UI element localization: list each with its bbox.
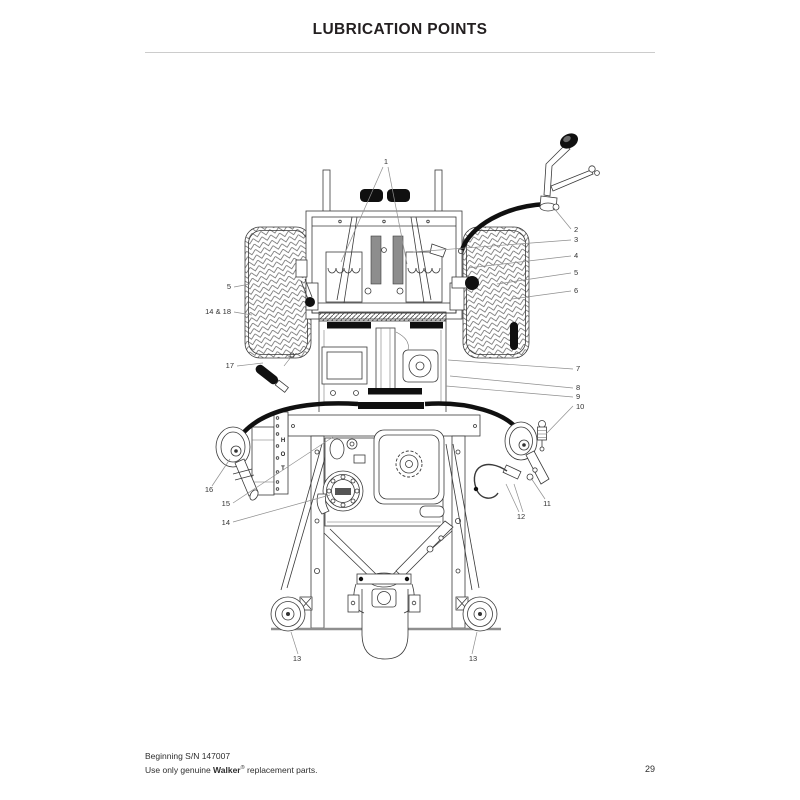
grease-gun — [459, 133, 600, 251]
flywheel — [322, 470, 364, 512]
page-title: LUBRICATION POINTS — [312, 21, 488, 38]
left-grease-hose — [242, 401, 359, 434]
callout-label-14: 14 — [222, 518, 230, 527]
callout-leader-16 — [211, 458, 231, 487]
right-grease-point-knob — [465, 276, 479, 290]
callout-label-6: 6 — [574, 286, 578, 295]
callout-leader-8 — [449, 375, 574, 389]
hot-warning-label: H O T — [281, 438, 286, 472]
callout-leader-2 — [552, 206, 572, 230]
gun-hose — [459, 201, 547, 251]
left-grease-point-knob — [305, 297, 315, 307]
right-steering-handle — [387, 189, 410, 202]
callout-leader-5r — [496, 272, 572, 285]
right-front-caster — [455, 596, 498, 632]
callout-label-10: 10 — [576, 402, 584, 411]
callout-label-3: 3 — [574, 235, 578, 244]
callout-label-7: 7 — [576, 364, 580, 373]
callout-leader-4 — [467, 255, 572, 269]
callout-leader-3 — [412, 239, 572, 253]
parts-note: Use only genuine Walker® replacement par… — [145, 763, 317, 776]
right-drive-tire — [462, 226, 530, 359]
callout-label-13r: 13 — [469, 654, 477, 663]
left-steering-handle — [360, 189, 383, 202]
left-drive-tire — [244, 226, 312, 359]
callout-label-17: 17 — [226, 361, 234, 370]
callout-leader-6 — [511, 290, 572, 300]
callout-label-11: 11 — [543, 499, 551, 508]
pto-housing — [402, 349, 439, 383]
left-damper — [370, 235, 382, 285]
callout-label-5l: 5 — [227, 282, 231, 291]
idler-arm — [395, 520, 454, 578]
callout-leader-12-1 — [513, 483, 524, 513]
callout-label-2: 2 — [574, 225, 578, 234]
hot-letter-T: T — [281, 466, 285, 472]
gun-lever-rod — [550, 169, 594, 192]
hot-letter-O: O — [281, 452, 286, 458]
right-damper — [392, 235, 404, 285]
callout-leader-1 — [340, 166, 384, 263]
callout-label-1: 1 — [384, 157, 388, 166]
callout-leader-14 — [232, 494, 331, 523]
hot-letter-H: H — [281, 438, 285, 444]
callout-leader-17 — [236, 362, 264, 367]
right-spindle-assembly — [424, 401, 550, 499]
deck-assembly — [295, 169, 479, 320]
center-caster-assembly — [323, 520, 454, 660]
callout-leader-13l — [290, 631, 299, 655]
brand-name: Walker — [213, 764, 241, 775]
muffler — [251, 426, 275, 496]
carburetor — [329, 438, 366, 464]
serial-note: Beginning S/N 147007 — [145, 751, 231, 761]
mid-body — [318, 311, 447, 412]
callout-leader-12 — [505, 483, 520, 513]
title-divider — [145, 52, 655, 53]
callout-leader-13r — [471, 631, 478, 655]
left-belt-run — [280, 443, 323, 591]
left-spindle-assembly — [215, 401, 359, 501]
callout-label-14_18: 14 & 18 — [205, 307, 231, 316]
callout-label-4: 4 — [574, 251, 578, 260]
callout-leader-7 — [447, 359, 574, 370]
callout-leader-9 — [445, 385, 574, 398]
callout-label-13l: 13 — [293, 654, 301, 663]
grease-fitting — [537, 420, 547, 452]
tire-valve-slot — [510, 322, 518, 350]
callout-label-5r: 5 — [574, 268, 578, 277]
registered-mark: ® — [240, 764, 245, 771]
parts-note-prefix: Use only genuine — [145, 764, 214, 775]
callout-label-16: 16 — [205, 485, 213, 494]
callout-leader-1-1 — [387, 166, 408, 265]
left-front-caster — [270, 596, 313, 632]
right-handle-post — [434, 169, 443, 215]
callout-leader-11 — [530, 477, 546, 500]
callout-label-9: 9 — [576, 392, 580, 401]
left-gearbox — [325, 251, 363, 303]
footer: Beginning S/N 147007 Use only genuine Wa… — [145, 751, 317, 776]
gun-handle — [543, 144, 571, 197]
guard-tab — [316, 493, 330, 515]
center-channel — [375, 327, 396, 390]
starter-cylinder — [419, 505, 445, 518]
parts-note-suffix: replacement parts. — [244, 764, 318, 775]
callout-leader-10 — [545, 405, 574, 435]
grease-tool — [255, 364, 289, 393]
right-belt-run — [445, 443, 473, 591]
gas-cap — [395, 450, 423, 478]
callout-leader-14_18 — [233, 311, 253, 316]
callout-label-8: 8 — [576, 383, 580, 392]
callout-label-12: 12 — [517, 512, 525, 521]
page-number: 29 — [644, 764, 655, 774]
callout-leader-15 — [232, 436, 334, 504]
hose-hook — [473, 463, 508, 499]
left-handle-post — [322, 169, 331, 215]
callout-leader-5l — [233, 283, 251, 288]
fuel-tank — [373, 429, 445, 505]
callout-label-15: 15 — [222, 499, 230, 508]
